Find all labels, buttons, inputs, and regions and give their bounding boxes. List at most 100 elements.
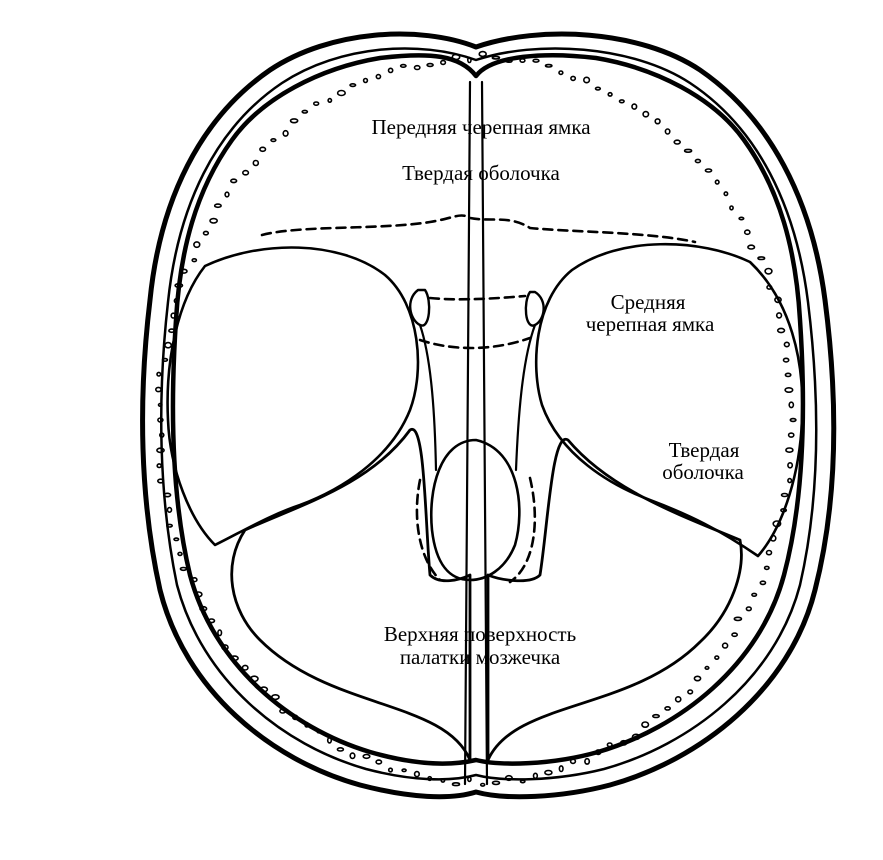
bone-texture-dot [582,76,591,84]
bone-texture-dot [173,297,180,304]
bone-texture-dot [651,713,660,719]
bone-texture-dot [782,357,790,363]
bone-texture-dot [191,258,198,263]
bone-texture-dot [729,205,734,211]
bone-texture-dot [166,523,174,528]
bone-texture-dot [721,642,729,649]
diaphragma-upper [428,294,527,301]
bone-texture-dot [759,580,767,586]
bone-texture-dot [427,775,433,782]
label-middle-fossa-line1: Средняя [611,290,686,314]
bone-texture-dot [693,675,702,682]
bone-texture-dot [787,461,794,469]
bone-texture-dot [780,492,789,498]
bone-texture-dot [785,447,794,453]
bone-texture-dot [532,772,539,780]
skull-inner-contour [170,53,806,766]
bone-texture-dot [156,463,162,469]
bone-texture-dot [326,736,333,744]
bone-texture-dot [159,432,165,438]
bone-texture-dot [157,417,164,423]
bone-texture-dot [607,91,613,97]
bone-texture-dot [743,229,751,236]
bone-texture-dot [154,386,162,393]
bone-texture-dot [654,118,661,125]
bone-texture-dot [787,477,793,484]
bone-texture-dot [156,371,162,377]
bone-texture-dot [704,665,710,671]
bone-texture-dot [349,752,356,760]
bone-texture-dot [193,241,201,249]
bone-texture-dot [641,721,650,728]
bone-texture-dot [783,341,790,348]
label-tentorium-line1: Верхняя поверхность [384,622,576,646]
bone-texture-dot [642,110,650,118]
bone-texture-dot [763,565,770,571]
bone-texture-dot [733,616,743,622]
label-anterior-fossa: Передняя черепная ямка [371,115,591,139]
sella-curve-right [514,323,537,472]
bone-texture-dot [156,447,165,454]
label-middle-fossa-line2: черепная ямка [586,312,715,336]
bone-texture-dot [619,739,628,746]
bone-texture-dot [558,765,564,773]
bone-texture-dot [519,57,526,63]
bone-texture-dot [173,537,180,542]
bone-texture-dot [349,82,357,88]
bone-texture-dot [259,146,267,153]
bone-texture-dot [775,312,783,319]
bone-texture-dot [787,432,795,438]
bone-texture-dot [451,781,461,787]
bone-texture-dot [252,159,260,167]
bone-texture-dot [745,606,752,612]
bone-texture-dot [558,70,564,76]
bone-texture-dot [544,769,553,776]
bone-texture-dot [157,478,165,484]
bone-texture-dot [664,706,671,711]
bone-texture-dot [399,63,407,68]
bone-texture-dot [270,138,277,143]
bone-texture-dot [789,417,797,423]
bone-texture-dot [241,664,249,671]
bone-texture-dot [757,256,766,261]
bone-texture-dot [179,566,188,572]
bone-texture-dot [375,759,383,765]
bone-texture-dot [177,551,183,557]
bone-texture-dot [279,708,287,714]
bone-texture-dot [426,62,434,68]
anterior-fossa-boundary [260,214,697,244]
bone-texture-dot [259,686,269,693]
bone-texture-dot [170,312,177,319]
bone-texture-dot [478,50,488,58]
bone-texture-dot [249,675,259,683]
bone-texture-dot [674,695,682,703]
bone-texture-dot [594,86,602,91]
oval-dashed-side-right [508,476,537,584]
bone-texture-dot [440,778,446,783]
bone-texture-dot [168,328,176,334]
bone-texture-dot [164,341,173,349]
bone-texture-dot [336,89,347,97]
falx-midline-2 [480,80,489,786]
bone-texture-dot [282,129,289,137]
bone-texture-dot [161,357,169,363]
bone-texture-dot [584,757,591,765]
bone-texture-dot [687,689,694,695]
label-tentorium-line2: палатки мозжечка [400,645,561,669]
bone-texture-dot [519,779,526,784]
bone-texture-dot [765,549,773,556]
bone-texture-dot [270,693,280,701]
bone-texture-dot [776,327,786,334]
bone-texture-dot [242,169,250,176]
bone-texture-dot [683,148,693,154]
bone-texture-dot [747,244,756,250]
skull-outer-contour [140,31,837,800]
bone-texture-dot [413,770,421,778]
bone-texture-dot [505,58,513,64]
bone-texture-dot [714,179,720,185]
bone-texture-dot [466,776,472,783]
bone-texture-dot [213,203,222,209]
tentorium-surface [230,428,472,762]
bone-texture-dot [569,758,577,765]
